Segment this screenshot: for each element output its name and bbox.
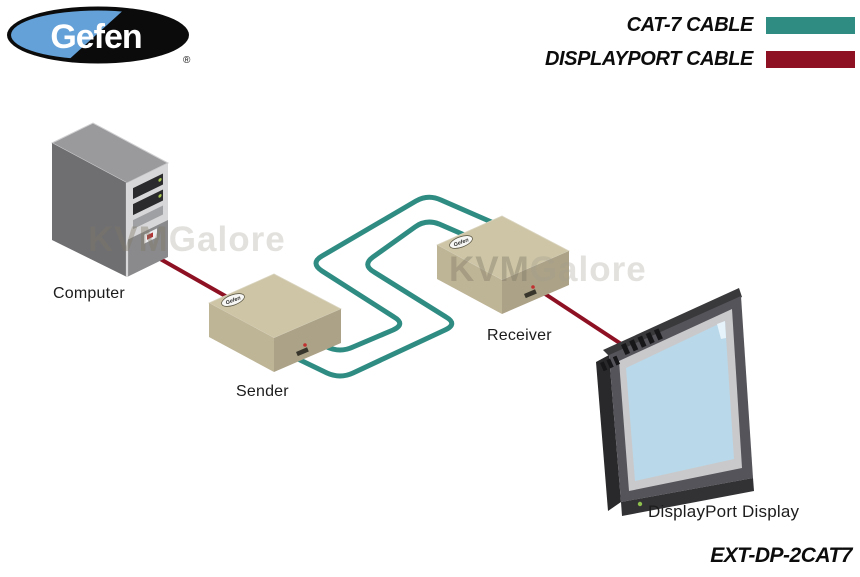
- tower-front-face: [127, 163, 168, 277]
- sender-left-face: [209, 303, 274, 372]
- computer-label: Computer: [53, 285, 125, 302]
- tower-side-face: [52, 143, 127, 277]
- sender-port: [296, 347, 309, 357]
- sender-label: Sender: [236, 383, 289, 400]
- legend-row-displayport: DISPLAYPORT CABLE: [545, 48, 855, 71]
- drive-led-2: [158, 194, 162, 198]
- monitor-side-panel: [596, 355, 621, 511]
- sender-box: Gefen: [208, 273, 342, 372]
- cable-legend: CAT-7 CABLE DISPLAYPORT CABLE: [545, 14, 855, 71]
- monitor-power-led: [637, 501, 643, 507]
- power-led: [147, 232, 153, 240]
- monitor-top-strip: [603, 288, 742, 356]
- monitor-screen: [626, 321, 734, 481]
- cat7-cable-1: [297, 194, 499, 353]
- sender-status-led: [303, 343, 307, 347]
- cat7-cable-2: [295, 219, 479, 379]
- product-model: EXT-DP-2CAT7: [710, 544, 852, 567]
- monitor-vents-corner: [600, 355, 621, 372]
- vent-panel: [133, 205, 163, 230]
- drive-bay-2: [133, 189, 163, 216]
- legend-label-cat7: CAT-7 CABLE: [626, 14, 754, 36]
- receiver-left-face: [437, 245, 502, 314]
- displayport-monitor: [596, 288, 754, 516]
- monitor-base: [621, 478, 754, 516]
- svg-text:Gefen: Gefen: [453, 237, 470, 248]
- receiver-label: Receiver: [487, 327, 552, 344]
- receiver-status-led: [531, 285, 535, 289]
- receiver-port: [524, 289, 537, 299]
- svg-text:Gefen: Gefen: [225, 295, 242, 306]
- sender-front-face: [274, 309, 341, 372]
- registered-trademark: ®: [183, 55, 191, 66]
- monitor-vents-top: [621, 328, 663, 356]
- receiver-gefen-badge: Gefen: [449, 235, 473, 249]
- display-label: DisplayPort Display: [648, 502, 800, 521]
- drive-bay-1: [133, 173, 163, 200]
- legend-label-displayport: DISPLAYPORT CABLE: [544, 48, 753, 70]
- logo-text: Gefen: [50, 18, 141, 56]
- gefen-logo: Gefen: [6, 6, 190, 64]
- logo-blue-swoosh: [11, 10, 128, 60]
- drive-led-1: [158, 178, 162, 182]
- legend-row-cat7: CAT-7 CABLE: [627, 14, 855, 37]
- screen-highlight: [717, 321, 726, 339]
- receiver-front-face: [502, 251, 569, 314]
- receiver-box: Gefen: [436, 215, 570, 314]
- legend-swatch-cat7: [766, 17, 855, 34]
- computer-tower: [50, 122, 170, 277]
- legend-swatch-displayport: [766, 51, 855, 68]
- sender-gefen-badge: Gefen: [221, 293, 245, 307]
